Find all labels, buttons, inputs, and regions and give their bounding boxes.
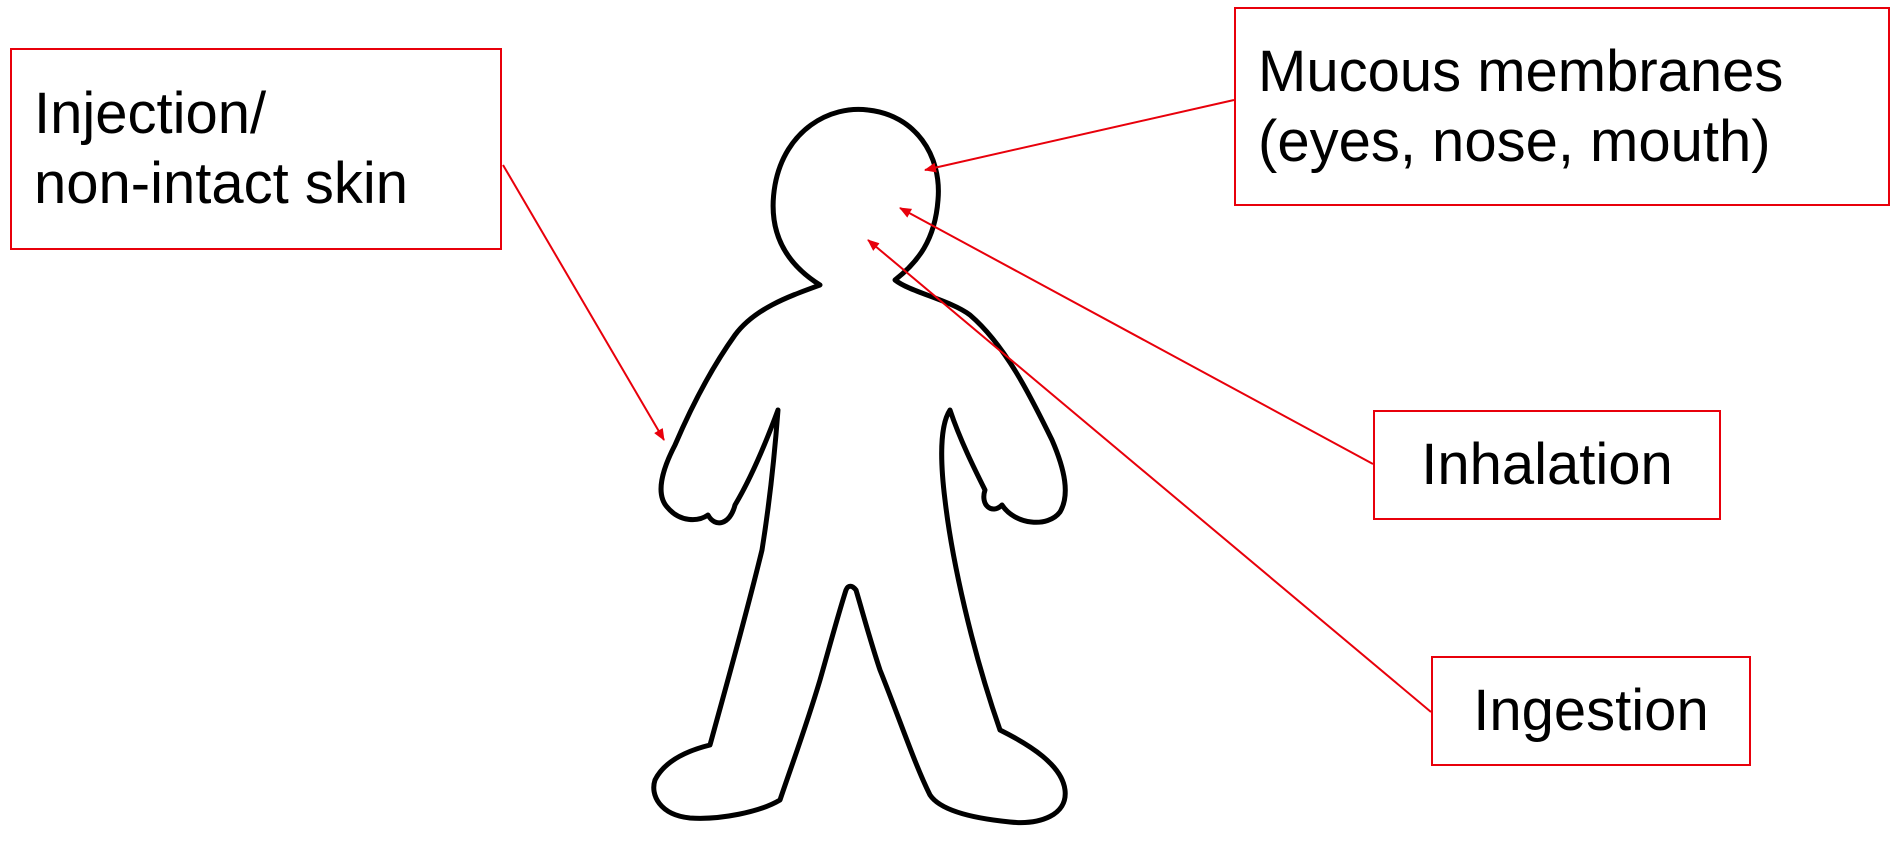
arrow-inhalation — [900, 208, 1373, 464]
arrow-mucous — [925, 100, 1234, 170]
label-inhalation-text: Inhalation — [1421, 430, 1673, 500]
arrow-ingestion — [868, 240, 1431, 712]
label-mucous-line1: Mucous membranes — [1258, 37, 1868, 107]
label-mucous-line2: (eyes, nose, mouth) — [1258, 107, 1868, 177]
human-figure-outline — [654, 109, 1066, 822]
label-injection: Injection/ non-intact skin — [10, 48, 502, 250]
label-injection-line2: non-intact skin — [34, 149, 480, 219]
label-ingestion: Ingestion — [1431, 656, 1751, 766]
arrow-injection — [503, 165, 664, 440]
label-mucous-membranes: Mucous membranes (eyes, nose, mouth) — [1234, 7, 1890, 206]
label-injection-line1: Injection/ — [34, 79, 480, 149]
label-ingestion-text: Ingestion — [1473, 676, 1708, 746]
label-inhalation: Inhalation — [1373, 410, 1721, 520]
